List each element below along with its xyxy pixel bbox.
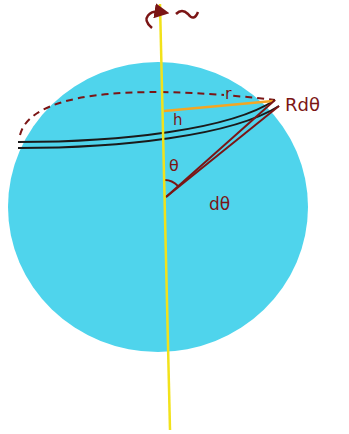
- rotation-mark: [176, 11, 198, 18]
- hidden-ring-edge: [20, 92, 275, 135]
- dimension-label: dθ: [208, 196, 231, 213]
- dimension-label: Rdθ: [284, 96, 321, 114]
- dimension-label: h: [172, 113, 184, 128]
- angle-arc: [165, 180, 178, 186]
- rotation-arrow: [147, 12, 162, 28]
- sphere-radius: [166, 106, 279, 197]
- sphere: [8, 62, 308, 352]
- dimension-label: r: [224, 86, 233, 102]
- ring-band-upper: [18, 100, 275, 142]
- dimension-label: θ: [168, 158, 180, 174]
- rotation-axis: [160, 4, 170, 430]
- ring-band-lower: [18, 106, 279, 148]
- ring-radius: [164, 101, 273, 111]
- sphere-radius: [166, 100, 275, 197]
